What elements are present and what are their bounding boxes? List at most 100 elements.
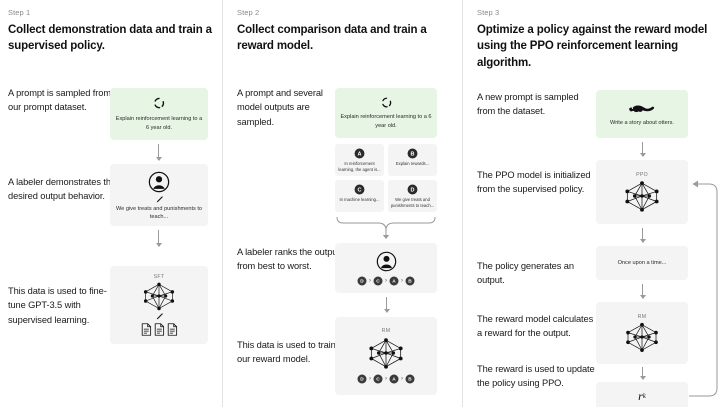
svg-text:C: C [358,187,362,193]
step-2-description-1: A prompt and several model outputs are s… [237,88,323,127]
arrow-prompt-to-ppo [639,142,646,157]
arrow-prompt-to-labeler [155,144,162,161]
step-1-prompt-caption: Explain reinforcement learning to a 6 ye… [115,116,203,131]
step-2-rm-tag: RM [381,328,391,334]
arrow-rm-to-reward [639,367,646,380]
step-3-label: Step 3 [477,8,500,17]
step-2-label: Step 2 [237,8,260,17]
svg-text:B: B [408,278,412,284]
arrow-labeler-to-sft [155,230,162,247]
step-1-sft-card: SFT [110,266,208,344]
rank-sep: › [385,376,387,382]
step-2-ranking-row: D › C › A › B [357,276,415,286]
badge-a-icon: A [354,148,365,159]
step-1-labeler-caption: We give treats and punishments to teach.… [115,205,203,220]
rank-sep: › [369,376,371,382]
step-2-prompt-caption: Explain reinforcement learning to a 6 ye… [340,114,432,129]
svg-text:D: D [360,278,364,284]
step-3-new-prompt-card: Write a story about otters. [596,90,688,138]
step-2-output-b: B Explain rewards... [388,144,437,176]
svg-text:B: B [411,151,415,157]
step-3-description-3: The policy generates an output. [477,261,574,286]
step-3-description-1: A new prompt is sampled from the dataset… [477,92,579,117]
rank-sep: › [385,277,387,284]
step-3-title: Optimize a policy against the reward mod… [477,24,708,69]
pencil-icon [155,195,164,204]
rank-sep: › [369,277,371,284]
step-2-reward-model-card: RM [335,317,437,395]
ppo-feedback-loop-arrow [687,176,720,400]
step-2-ranking-card: D › C › A › B [335,243,437,293]
recycle-icon [152,96,166,110]
svg-text:D: D [411,187,415,193]
svg-text:C: C [376,377,380,383]
rank-badge-c-icon: C [373,276,383,285]
recycle-icon [380,96,393,109]
step-2-output-a: A In reinforcement learning, the agent i… [335,144,384,176]
rank-badge-d-icon: D [357,276,367,285]
svg-text:C: C [376,278,380,284]
step-3-ppo-tag: PPO [636,171,648,178]
step-1-description-3: This data is used to fine-tune GPT-3.5 w… [8,286,107,325]
svg-text:A: A [392,278,396,284]
step-1-column: Step 1 Collect demonstration data and tr… [0,0,222,407]
step-3-description-4: The reward model calculates a reward for… [477,314,594,339]
arrow-ppo-to-output [639,228,646,243]
badge-b-icon: B [407,148,418,159]
rank-badge-b-icon: B [405,276,415,285]
step-3-generated-output-card: Once upon a time... [596,246,688,280]
rank-badge-a-icon: A [389,374,399,384]
rank-badge-c-icon: C [373,374,383,384]
step-1-labeler-card: We give treats and punishments to teach.… [110,164,208,226]
step-2-column: Step 2 Collect comparison data and train… [222,0,462,407]
step-2-output-c: C In machine learning... [335,180,384,212]
step-2-prompt-card: Explain reinforcement learning to a 6 ye… [335,88,437,138]
documents-icon [141,323,178,336]
badge-d-icon: D [407,184,418,195]
step-3-description-5: The reward is used to update the policy … [477,364,595,389]
person-circle-icon [148,171,170,193]
rank-badge-a-icon: A [389,276,399,285]
step-2-output-b-caption: Explain rewards... [395,161,430,166]
otter-icon [628,101,656,115]
brace-converge [335,215,437,239]
step-3-description-2: The PPO model is initialized from the su… [477,170,591,195]
step-1-sft-tag: SFT [153,274,165,280]
neural-net-icon [620,179,664,213]
step-3-rm-tag: RM [637,313,647,320]
step-3-ppo-card: PPO [596,160,688,224]
step-2-description-2: A labeler ranks the outputs from best to… [237,247,345,272]
step-2-output-a-caption: In reinforcement learning, the agent is.… [338,161,381,172]
step-3-new-prompt-caption: Write a story about otters. [610,119,674,126]
reward-formula: r [638,388,643,403]
step-1-description-1: A prompt is sampled from our prompt data… [8,88,112,113]
rank-badge-b-icon: B [405,374,415,384]
step-2-output-c-caption: In machine learning... [339,197,380,202]
rank-sep: › [401,376,403,382]
step-3-rm-card: RM [596,302,688,364]
badge-c-icon: C [354,184,365,195]
step-1-title: Collect demonstration data and train a s… [8,24,212,53]
step-3-column: Step 3 Optimize a policy against the rew… [462,0,720,407]
pencil-icon [155,312,164,321]
step-1-label: Step 1 [8,8,31,17]
svg-text:A: A [392,377,396,383]
neural-net-icon [139,281,179,311]
step-3-generated-output-caption: Once upon a time... [617,259,667,266]
svg-text:B: B [408,377,412,383]
step-1-description-2: A labeler demonstrates the desired outpu… [8,177,116,202]
step-2-output-d: D We give treats and punishments to teac… [388,180,437,212]
step-2-output-d-caption: We give treats and punishments to teach.… [390,197,435,208]
svg-text:A: A [358,151,362,157]
rank-badge-d-icon: D [357,374,367,384]
person-circle-icon [376,251,397,272]
neural-net-icon [621,321,663,353]
step-2-description-3: This data is used to train our reward mo… [237,340,336,365]
arrow-output-to-rm [639,284,646,299]
svg-text:D: D [360,377,364,383]
step-2-title: Collect comparison data and train a rewa… [237,24,427,53]
arrow-ranking-to-rm [383,297,390,313]
reward-formula-subscript: k [642,392,646,400]
